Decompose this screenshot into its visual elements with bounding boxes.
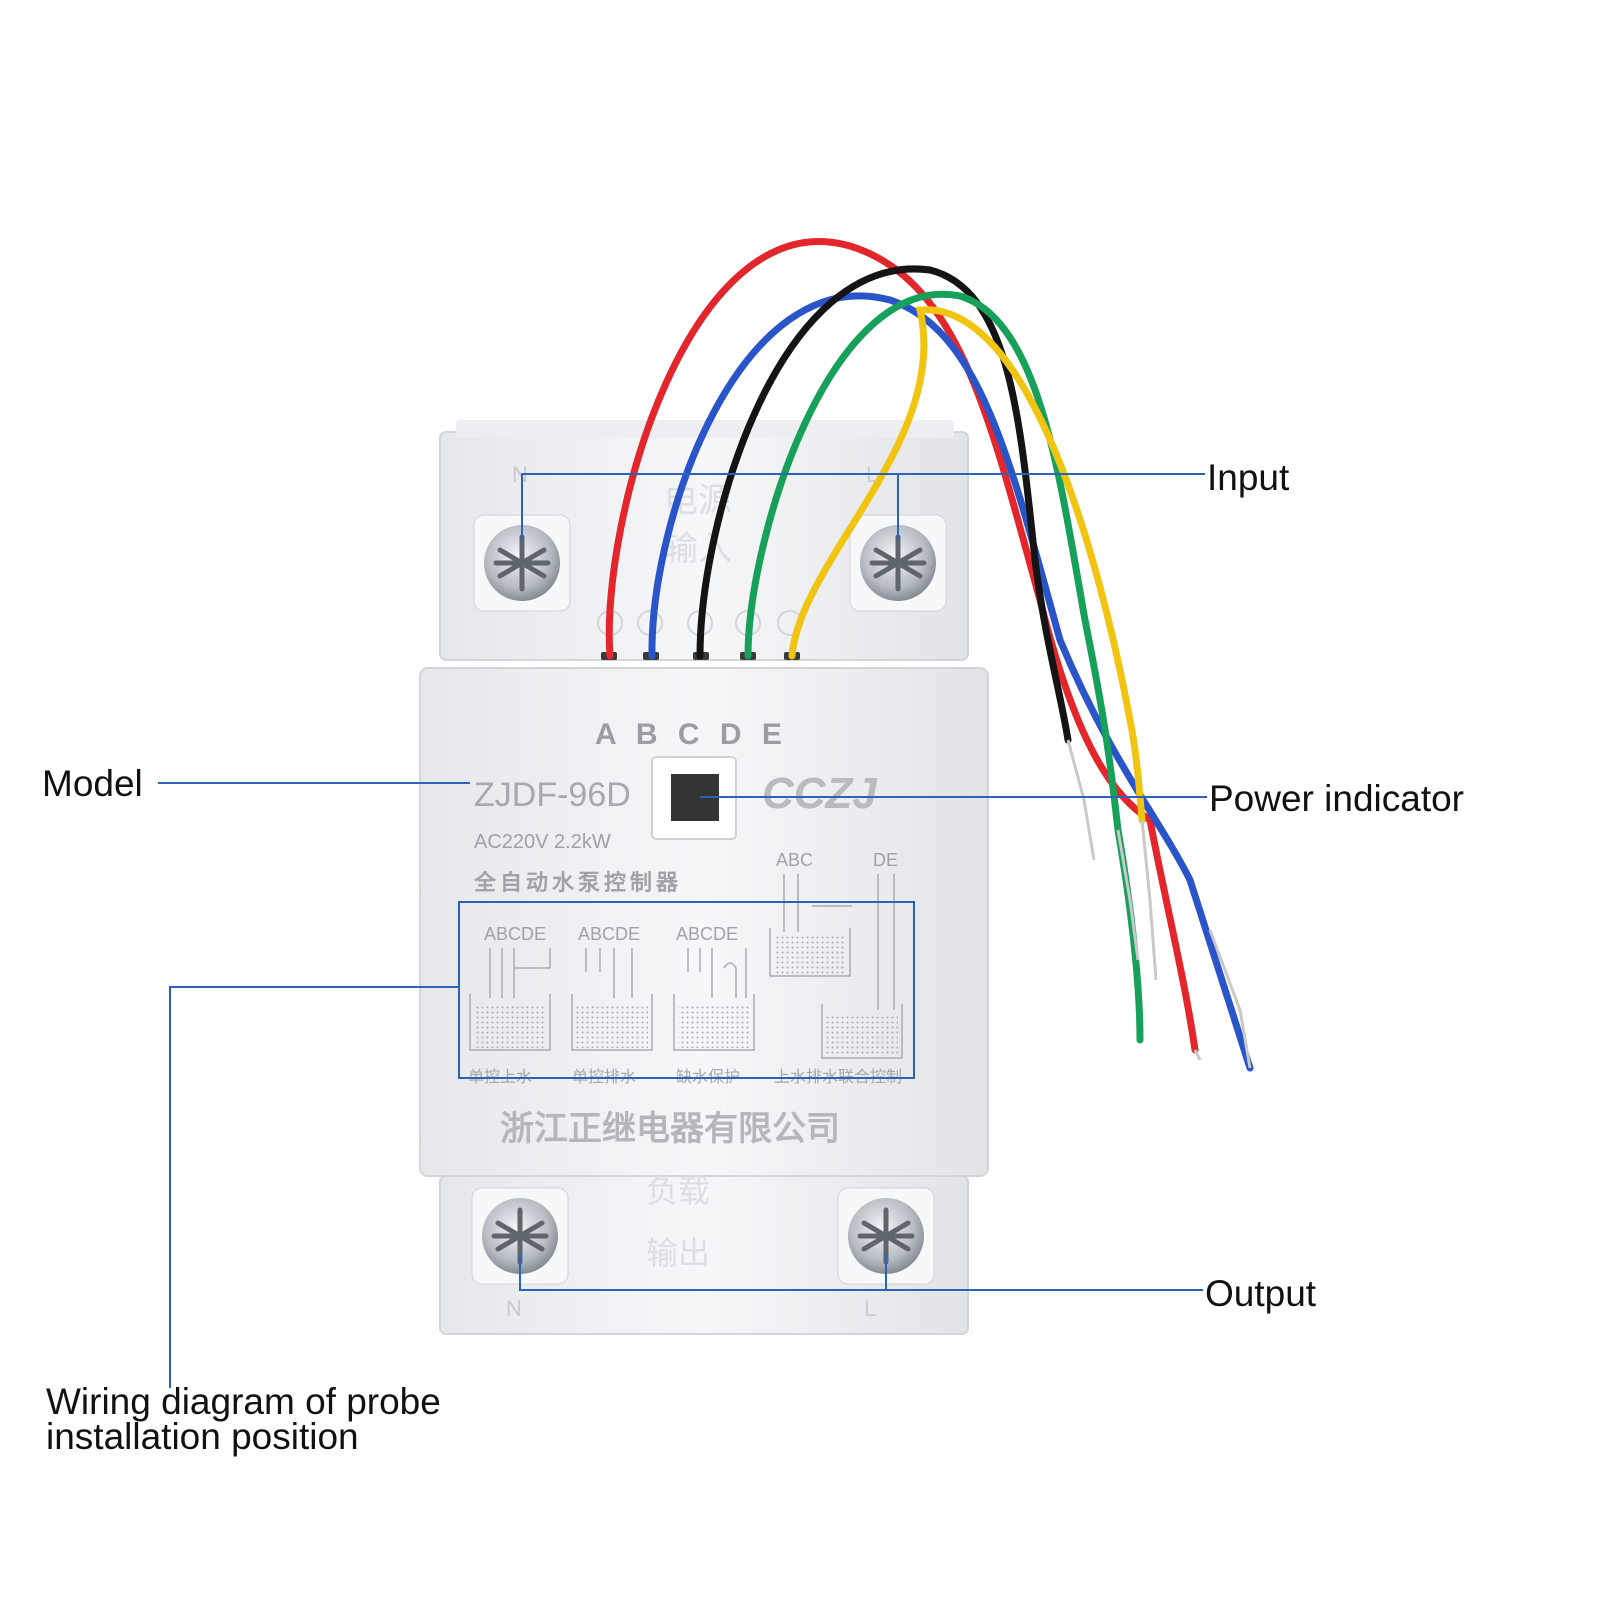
bottom-terminal-l-letter: L	[864, 1296, 876, 1321]
diagram-label-2: ABCDE	[578, 924, 640, 944]
brand-logo: CCZJ	[762, 769, 878, 818]
top-left-screw	[473, 514, 571, 612]
lower-terminal-block: 负载 输出 N L	[439, 1173, 969, 1335]
top-label-cn-2: 输入	[664, 530, 732, 568]
diagram-label-de: DE	[873, 850, 898, 870]
wire-blue	[648, 292, 1254, 1072]
diagram-label-abc: ABC	[776, 850, 813, 870]
front-panel: A B C D E ZJDF-96D AC220V 2.2kW 全自动水泵控制器…	[419, 667, 989, 1177]
leader-wiring	[169, 986, 459, 1388]
power-indicator-window	[651, 756, 737, 840]
leader-output	[519, 1254, 1203, 1291]
product-name-cn: 全自动水泵控制器	[473, 870, 682, 895]
leader-input	[521, 473, 1205, 540]
diagram-label-1: ABCDE	[484, 924, 546, 944]
wire-red	[605, 238, 1199, 1054]
bottom-terminal-n-letter: N	[506, 1296, 522, 1321]
model-number: ZJDF-96D	[474, 776, 631, 814]
diagram-label-3: ABCDE	[676, 924, 738, 944]
manufacturer-cn: 浙江正继电器有限公司	[500, 1110, 840, 1148]
top-terminal-n-letter: N	[512, 462, 528, 487]
top-right-screw	[849, 514, 947, 612]
terminal-letters: A B C D E	[595, 718, 788, 751]
wiring-diagram-outline	[458, 901, 915, 1079]
bottom-label-cn-1: 负载	[646, 1173, 710, 1209]
leader-lines	[158, 473, 1207, 1388]
callout-input: Input	[1207, 457, 1290, 498]
upper-terminal-block: N L 电源 输入	[439, 420, 969, 661]
bottom-label-cn-2: 输出	[646, 1235, 710, 1271]
callout-power-indicator: Power indicator	[1209, 778, 1465, 819]
callout-model: Model	[42, 763, 143, 804]
callout-output: Output	[1205, 1273, 1317, 1314]
wiring-diagram-panel: ABCDE ABCDE ABCDE ABC DE	[469, 850, 903, 1059]
callout-wiring-diagram: Wiring diagram of probe installation pos…	[46, 1381, 441, 1458]
wire-yellow	[788, 306, 1146, 824]
bottom-left-screw	[471, 1187, 569, 1285]
probe-wires	[605, 238, 1254, 1072]
stripped-wire-tips	[1066, 739, 1252, 1069]
rating-text: AC220V 2.2kW	[474, 831, 611, 853]
